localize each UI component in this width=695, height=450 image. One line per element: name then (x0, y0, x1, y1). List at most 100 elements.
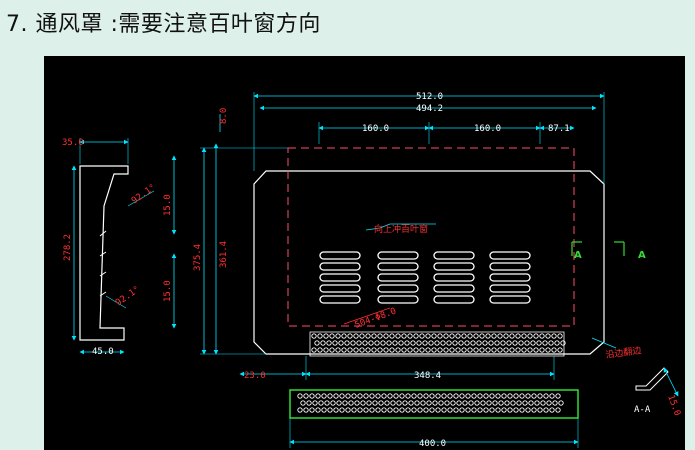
base-perforation-hole (525, 393, 531, 399)
base-perforation-hole (351, 407, 357, 413)
base-perforation-hole (534, 400, 540, 406)
louver-slot (489, 262, 531, 271)
base-perforation-hole (510, 400, 516, 406)
main-view: 512.0 494.2 160.0 160.0 87.1 8.0 375.4 3… (193, 92, 646, 381)
dim-hole-callout: 504-Φ8.0 (354, 307, 398, 331)
base-perforation-hole (345, 407, 351, 413)
base-perforation-hole (348, 400, 354, 406)
base-perforation-hole (513, 393, 519, 399)
perforation-hole (512, 340, 518, 346)
perforation-hole (482, 340, 488, 346)
perforation-hole (473, 347, 479, 353)
dim-louver-span-2: 160.0 (474, 124, 501, 134)
perforation-hole (557, 333, 563, 339)
base-perforation-hole (399, 407, 405, 413)
perforation-hole (494, 340, 500, 346)
perforation-hole (467, 333, 473, 339)
base-perforation-hole (336, 400, 342, 406)
perforation-hole (515, 347, 521, 353)
perforation-hole (389, 347, 395, 353)
base-perforation-hole (333, 393, 339, 399)
perforation-hole (470, 340, 476, 346)
perforation-hole (317, 347, 323, 353)
louver-slot (377, 273, 419, 282)
base-perforation-hole (378, 400, 384, 406)
perforation-hole (452, 340, 458, 346)
base-perforation-hole (546, 400, 552, 406)
base-perforation-hole (501, 393, 507, 399)
perforation-hole (410, 340, 416, 346)
base-perforation-hole (453, 407, 459, 413)
base-perforation-hole (456, 400, 462, 406)
louver-slot (319, 273, 361, 282)
dim-top-overall: 512.0 (416, 92, 443, 102)
base-perforation-hole (375, 393, 381, 399)
perforation-hole (467, 347, 473, 353)
louver-slot (377, 251, 419, 260)
perforation-hole (530, 340, 536, 346)
perforation-hole (503, 347, 509, 353)
base-perforation-hole (447, 393, 453, 399)
base-perforation-hole (306, 400, 312, 406)
perforation-hole (353, 347, 359, 353)
base-perforation-hole (441, 393, 447, 399)
perforation-hole (395, 347, 401, 353)
perforation-hole (374, 340, 380, 346)
perforation-hole (437, 333, 443, 339)
perforation-hole (548, 340, 554, 346)
perforation-hole (311, 347, 317, 353)
base-perforation-hole (297, 407, 303, 413)
perforation-hole (347, 333, 353, 339)
perforation-hole (425, 347, 431, 353)
dim-bottom-left: 23.0 (244, 371, 266, 381)
base-perforation-hole (369, 407, 375, 413)
base-perforation-hole (393, 393, 399, 399)
base-perforation-hole (429, 393, 435, 399)
base-perforation-hole (405, 393, 411, 399)
base-perforation-hole (342, 400, 348, 406)
base-perforation-hole (321, 393, 327, 399)
perforation-hole (539, 333, 545, 339)
cad-drawing-panel: 35.0 278.2 92.1° 92.1° 15.0 15.0 45.0 51… (44, 56, 685, 450)
base-perforation-hole (435, 407, 441, 413)
base-perforation-hole (387, 393, 393, 399)
base-perforation-hole (495, 407, 501, 413)
louver-slot (319, 284, 361, 293)
base-perforation-hole (507, 393, 513, 399)
base-perforation-hole (375, 407, 381, 413)
base-perforation-hole (339, 393, 345, 399)
base-perforation-hole (435, 393, 441, 399)
base-perforation-hole (498, 400, 504, 406)
perforation-hole (461, 333, 467, 339)
perforation-hole (497, 333, 503, 339)
dim-left-height-2: 361.4 (219, 241, 229, 268)
perforation-hole (434, 340, 440, 346)
base-perforation-hole (555, 393, 561, 399)
base-perforation-hole (558, 400, 564, 406)
louver-slot (489, 273, 531, 282)
louver-slot (433, 251, 475, 260)
perforation-hole (428, 340, 434, 346)
perforation-hole (509, 347, 515, 353)
perforation-hole (521, 333, 527, 339)
perforation-hole (335, 333, 341, 339)
base-perforation-hole (447, 407, 453, 413)
louver-slot (489, 251, 531, 260)
perforation-hole (551, 333, 557, 339)
perforation-hole (356, 340, 362, 346)
base-perforation-hole (297, 393, 303, 399)
base-perforation-hole (315, 393, 321, 399)
louver-slot (433, 295, 475, 304)
dim-side-seg-1: 15.0 (163, 194, 173, 216)
perforation-hole (320, 340, 326, 346)
dim-top-inner: 494.2 (416, 104, 443, 114)
dim-louver-edge: 87.1 (548, 124, 570, 134)
perforation-hole (479, 347, 485, 353)
base-perforation-hole (324, 400, 330, 406)
perforation-hole (350, 340, 356, 346)
perforation-hole (425, 333, 431, 339)
perforation-hole (455, 347, 461, 353)
base-perforation-hole (426, 400, 432, 406)
perforation-hole (455, 333, 461, 339)
perforation-hole (359, 347, 365, 353)
